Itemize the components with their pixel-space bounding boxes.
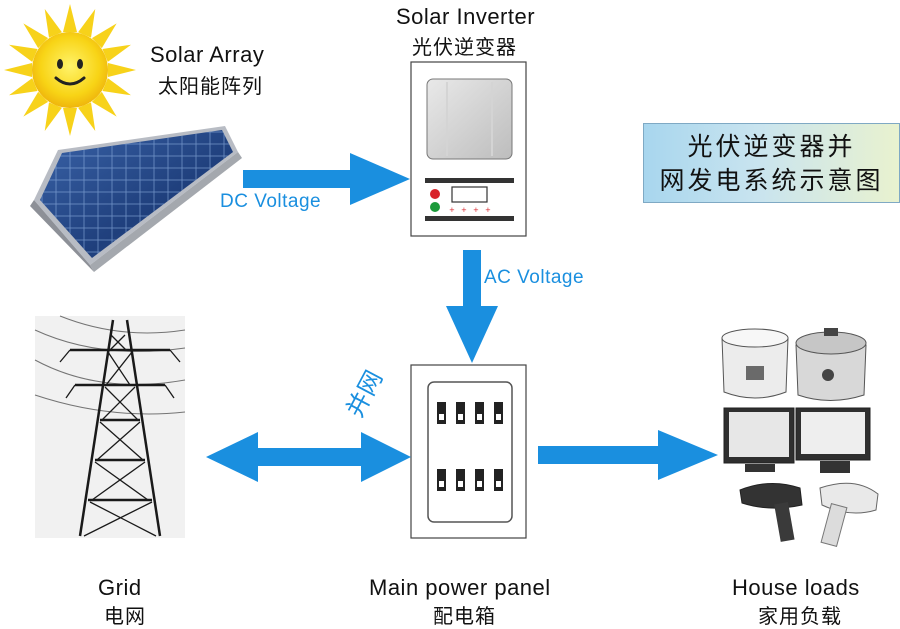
ac-voltage-label: AC Voltage [484,267,585,288]
grid-tie-arrow [206,432,411,482]
loads-label-zh: 家用负载 [758,604,842,628]
solar-array-label: Solar Array [150,42,265,67]
pressure-cooker-icon [795,328,867,401]
pylon-icon [34,315,186,538]
svg-text:+: + [473,206,479,214]
hair-dryer-icon [739,482,879,548]
loads-label: House loads [732,575,860,600]
loads-arrow [538,430,718,480]
sun-icon [4,4,136,136]
diagram-title-line1: 光伏逆变器并 [687,132,856,161]
power-panel-icon [410,364,527,539]
rice-cooker-icon [721,328,789,399]
inverter-box-icon: + + + + [410,61,527,237]
inverter-label: Solar Inverter [396,4,536,29]
panel-label-zh: 配电箱 [433,604,496,628]
dc-voltage-arrow [243,153,410,205]
diagram-title: 光伏逆变器并 网发电系统示意图 [643,123,900,203]
svg-text:+: + [485,206,491,214]
solar-array-label-zh: 太阳能阵列 [158,74,263,98]
grid-label: Grid [98,575,142,600]
svg-text:+: + [461,206,467,214]
inverter-label-zh: 光伏逆变器 [412,35,517,59]
monitor-icon [723,407,871,473]
diagram-title-line2: 网发电系统示意图 [659,166,884,195]
solar-panel-icon [30,126,242,272]
grid-label-zh: 电网 [104,604,146,628]
panel-label: Main power panel [369,575,551,600]
dc-voltage-label: DC Voltage [220,191,322,212]
ac-voltage-arrow [446,250,498,363]
svg-text:+: + [449,206,455,214]
